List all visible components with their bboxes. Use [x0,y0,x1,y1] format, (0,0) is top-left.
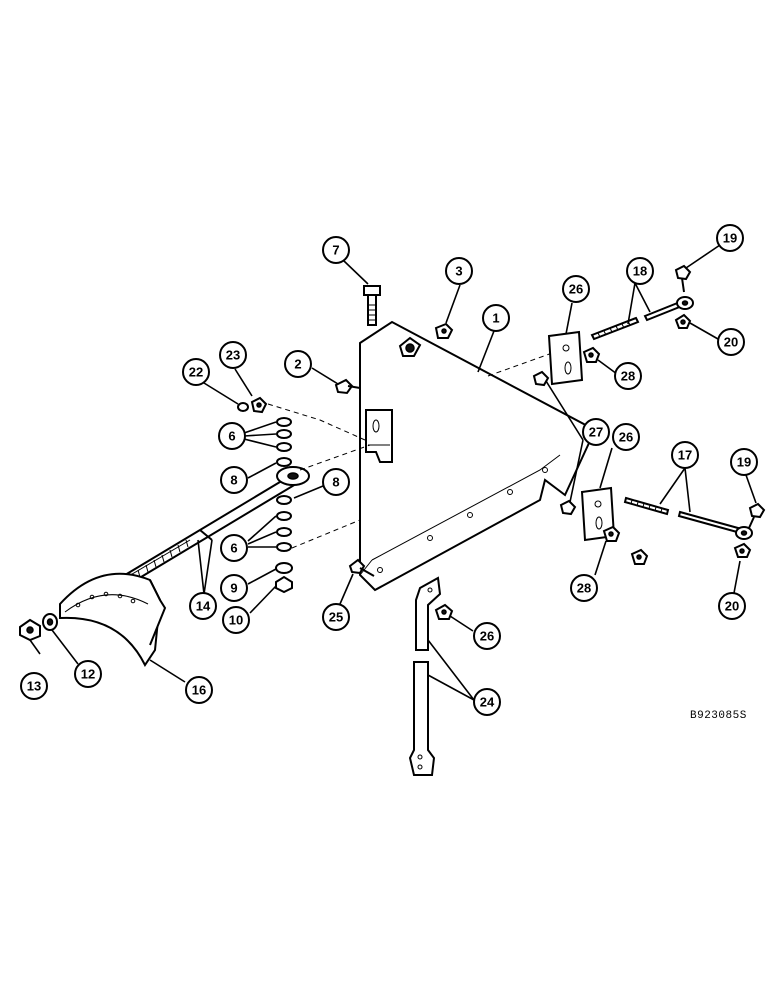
callout-14: 14 [189,592,217,620]
bolt-24 [348,558,375,577]
assembly-lines [267,351,556,549]
callout-28-lower: 28 [570,574,598,602]
svg-text:13: 13 [27,679,41,694]
svg-text:1: 1 [492,311,499,326]
svg-text:10: 10 [229,613,243,628]
callout-24: 25 [322,603,350,631]
svg-text:19: 19 [723,231,737,246]
shield-plate [359,320,597,592]
callout-1: 1 [482,304,510,332]
svg-text:14: 14 [196,599,211,614]
callout-6-upper: 6 [218,422,246,450]
svg-text:8: 8 [230,473,237,488]
svg-text:16: 16 [192,683,206,698]
callout-8-right: 8 [322,468,350,496]
nut-3 [434,322,454,339]
svg-text:9: 9 [230,581,237,596]
svg-text:28: 28 [577,581,591,596]
scraper-16 [59,572,167,667]
leader-lines [29,244,757,701]
callout-10: 10 [222,606,250,634]
washer-stack [275,417,293,594]
callout-13: 13 [20,672,48,700]
svg-text:22: 22 [189,365,203,380]
callout-23: 24 [473,688,501,716]
callout-6-lower: 6 [220,534,248,562]
drawing-code: B923085S [690,710,747,722]
svg-text:6: 6 [230,541,237,556]
nut-25 [434,603,454,620]
bolt-7 [363,285,381,326]
svg-text:2: 2 [294,357,301,372]
bolts-27 [532,370,577,516]
callout-16: 16 [185,676,213,704]
nuts-28 [582,346,649,565]
svg-text:19: 19 [737,455,751,470]
nuts-12-13 [19,613,58,642]
svg-text:25: 25 [329,610,343,625]
bolt-nut-19-20-lower [733,502,766,558]
callout-17: 17 [671,441,699,469]
callout-2: 2 [284,350,312,378]
svg-text:6: 6 [228,429,235,444]
callout-8-left: 8 [220,466,248,494]
callout-21: 22 [182,358,210,386]
strap-23 [408,576,442,776]
nuts-21-22 [237,396,268,414]
callout-28-upper: 28 [614,362,642,390]
callout-7: 7 [322,236,350,264]
svg-text:20: 20 [725,599,739,614]
callout-18: 18 [626,257,654,285]
callout-20-upper: 20 [717,328,745,356]
svg-text:27: 27 [589,425,603,440]
svg-text:26: 26 [480,629,494,644]
svg-text:24: 24 [480,695,495,710]
turnbuckle-17 [623,496,753,540]
callout-26-upper: 26 [562,275,590,303]
callout-27: 27 [582,418,610,446]
bolt-2 [334,378,361,395]
svg-text:26: 26 [569,282,583,297]
callout-26-lower: 26 [612,423,640,451]
callout-19-upper: 19 [716,224,744,252]
svg-text:17: 17 [678,448,692,463]
svg-text:23: 23 [226,348,240,363]
svg-text:18: 18 [633,264,647,279]
bolt-nut-19-20-upper [674,264,692,329]
callout-22: 23 [219,341,247,369]
callout-20-lower: 20 [718,592,746,620]
svg-text:28: 28 [621,369,635,384]
svg-text:12: 12 [81,667,95,682]
svg-text:7: 7 [332,243,339,258]
svg-text:26: 26 [619,430,633,445]
svg-text:8: 8 [332,475,339,490]
callout-9: 9 [220,574,248,602]
svg-text:3: 3 [455,264,462,279]
callout-3: 3 [445,257,473,285]
callout-19-lower: 19 [730,448,758,476]
svg-text:20: 20 [724,335,738,350]
turnbuckle-18 [590,296,694,341]
callout-12: 12 [74,660,102,688]
plate-26-upper [547,330,584,386]
callout-25: 26 [473,622,501,650]
